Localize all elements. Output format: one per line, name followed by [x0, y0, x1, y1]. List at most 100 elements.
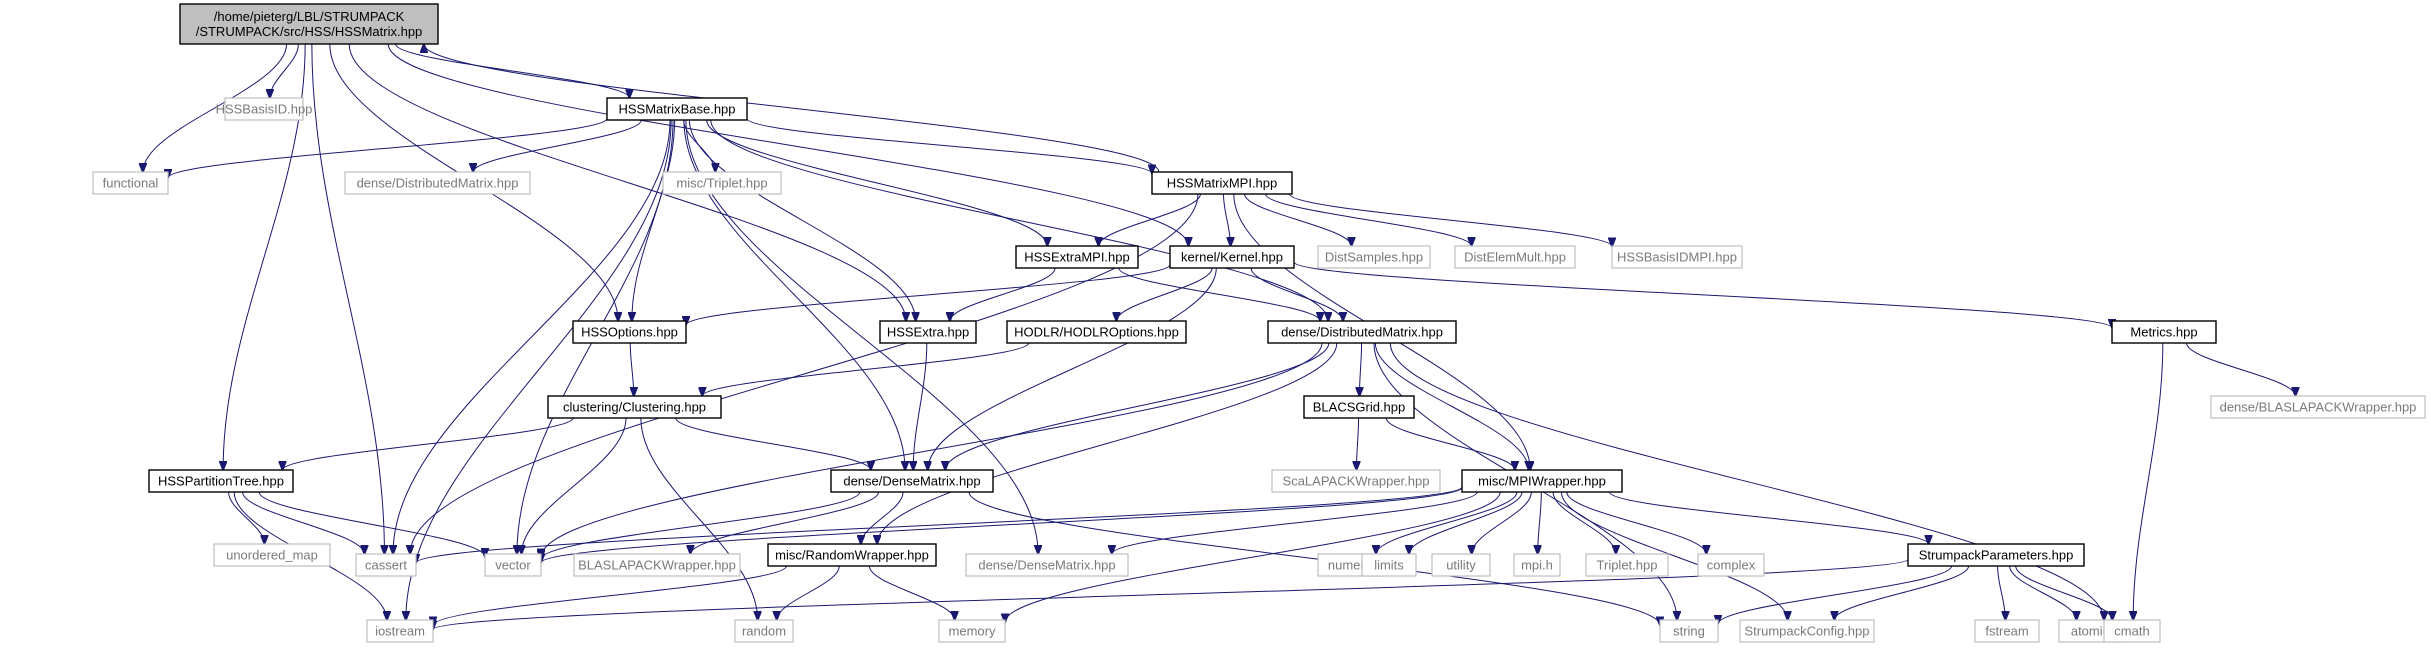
node-hssmatrixmpi[interactable]: HSSMatrixMPI.hpp	[1151, 171, 1293, 195]
node-kernel[interactable]: kernel/Kernel.hpp	[1169, 245, 1295, 269]
node-utility: utility	[1431, 553, 1491, 577]
node-label-hsspartitiontree: HSSPartitionTree.hpp	[158, 474, 284, 489]
node-box-memory	[938, 619, 1006, 643]
edge-clustering-to-hsspartitiontree	[282, 417, 574, 470]
node-clustering[interactable]: clustering/Clustering.hpp	[547, 395, 722, 419]
node-label-hssextra: HSSExtra.hpp	[887, 325, 969, 340]
edge-root-to-hssmatrixbase	[395, 43, 630, 98]
edge-hssmatrixbase-to-hssmatrixmpi	[746, 118, 1152, 174]
node-strumpackparams[interactable]: StrumpackParameters.hpp	[1907, 543, 2085, 567]
node-box-hssoptions	[572, 320, 687, 344]
node-strumpackconfig: StrumpackConfig.hpp	[1739, 619, 1875, 643]
node-label-hssmatrixmpi: HSSMatrixMPI.hpp	[1167, 176, 1278, 191]
node-label-randomwrapper: misc/RandomWrapper.hpp	[775, 548, 929, 563]
edge-hssmatrixbase-to-iostream	[406, 119, 672, 620]
node-box-unordered_map	[213, 543, 331, 567]
node-box-hssbasisid	[224, 97, 304, 121]
node-label-densematrix2: dense/DenseMatrix.hpp	[978, 558, 1115, 573]
node-mpiwrapper[interactable]: misc/MPIWrapper.hpp	[1461, 469, 1623, 493]
node-label-strumpackconfig: StrumpackConfig.hpp	[1744, 624, 1869, 639]
node-box-hssmatrixbase	[606, 97, 748, 121]
node-box-limits	[1361, 553, 1417, 577]
node-label-distmat1: dense/DistributedMatrix.hpp	[357, 176, 519, 191]
node-label-atomic: atomic	[2071, 624, 2110, 639]
edge-hssextra-to-densematrix	[913, 342, 928, 470]
node-triplet2: Triplet.hpp	[1585, 553, 1669, 577]
node-label-utility: utility	[1446, 558, 1476, 573]
node-box-blacsgrid	[1303, 395, 1415, 419]
node-box-iostream	[366, 619, 434, 643]
node-triplet1: misc/Triplet.hpp	[662, 171, 782, 195]
edge-kernel-to-metrics	[1293, 261, 2112, 328]
node-box-hodlroptions	[1006, 320, 1187, 344]
node-hodlroptions[interactable]: HODLR/HODLROptions.hpp	[1006, 320, 1187, 344]
node-limits: limits	[1361, 553, 1417, 577]
edge-root-to-cassert	[311, 43, 385, 554]
edge-mpiwrapper-to-triplet2	[1552, 491, 1616, 554]
edge-clustering-to-random	[640, 417, 758, 620]
edge-randomwrapper-to-iostream	[433, 565, 788, 625]
edge-hodlroptions-to-clustering	[702, 342, 1030, 396]
node-functional: functional	[92, 171, 169, 195]
node-box-densematrix	[830, 469, 994, 493]
node-distsamples: DistSamples.hpp	[1317, 245, 1431, 269]
edge-strumpackparams-to-atomic	[2009, 565, 2077, 620]
node-metrics[interactable]: Metrics.hpp	[2111, 320, 2217, 344]
node-box-hssextrampi	[1015, 245, 1139, 269]
node-memory: memory	[938, 619, 1006, 643]
edge-clustering-to-vector	[521, 417, 627, 554]
node-box-hsspartitiontree	[148, 469, 294, 493]
node-label-clustering: clustering/Clustering.hpp	[563, 400, 706, 415]
node-label-functional: functional	[103, 176, 159, 191]
node-label-hssoptions: HSSOptions.hpp	[581, 325, 678, 340]
edge-mpiwrapper-to-utility	[1472, 491, 1532, 554]
edge-distmat2-to-blacsgrid	[1359, 342, 1361, 396]
node-blaslapackw: BLASLAPACKWrapper.hpp	[573, 553, 741, 577]
node-root[interactable]: /home/pieterg/LBL/STRUMPACK/STRUMPACK/sr…	[179, 3, 439, 45]
edge-strumpackparams-to-fstream	[1997, 565, 2006, 620]
edge-hssextrampi-to-distmat2	[1118, 267, 1320, 321]
node-label-unordered_map: unordered_map	[226, 548, 318, 563]
node-hsspartitiontree[interactable]: HSSPartitionTree.hpp	[148, 469, 294, 493]
edge-mpiwrapper-to-complex	[1566, 491, 1707, 554]
node-label-string: string	[1673, 624, 1705, 639]
node-hssextra[interactable]: HSSExtra.hpp	[879, 320, 977, 344]
edge-blacsgrid-to-mpiwrapper	[1385, 417, 1515, 470]
node-box-fstream	[1974, 619, 2040, 643]
node-hssoptions[interactable]: HSSOptions.hpp	[572, 320, 687, 344]
edge-strumpackparams-to-cmath	[2015, 565, 2113, 620]
edge-densematrix-to-blaslapackw	[690, 491, 880, 554]
node-box-distmat2	[1267, 320, 1457, 344]
node-label-mpiwrapper: misc/MPIWrapper.hpp	[1478, 474, 1606, 489]
node-box-blaslapackw	[573, 553, 741, 577]
edge-hssoptions-to-clustering	[629, 342, 634, 396]
node-random: random	[734, 619, 794, 643]
edge-hssmatrixbase-to-distmat1	[473, 119, 642, 172]
node-box-clustering	[547, 395, 722, 419]
edge-root-to-kernel	[387, 43, 1188, 246]
edge-distmat2-to-cmath	[1389, 342, 2104, 620]
node-distmat2[interactable]: dense/DistributedMatrix.hpp	[1267, 320, 1457, 344]
node-hssextrampi[interactable]: HSSExtraMPI.hpp	[1015, 245, 1139, 269]
node-densematrix[interactable]: dense/DenseMatrix.hpp	[830, 469, 994, 493]
node-hssmatrixbase[interactable]: HSSMatrixBase.hpp	[606, 97, 748, 121]
node-iostream: iostream	[366, 619, 434, 643]
node-fstream: fstream	[1974, 619, 2040, 643]
node-vector: vector	[484, 553, 542, 577]
edge-clustering-to-densematrix	[675, 417, 871, 470]
node-randomwrapper[interactable]: misc/RandomWrapper.hpp	[767, 543, 937, 567]
edge-kernel-to-hssoptions	[686, 264, 1171, 325]
node-blacsgrid[interactable]: BLACSGrid.hpp	[1303, 395, 1415, 419]
node-box-mpiwrapper	[1461, 469, 1623, 493]
edge-mpiwrapper-to-limits	[1409, 491, 1523, 554]
node-box-root	[179, 3, 439, 45]
node-scalapackw: ScaLAPACKWrapper.hpp	[1271, 469, 1441, 493]
node-string: string	[1659, 619, 1719, 643]
edge-hssmatrixmpi-to-cassert	[410, 193, 1199, 554]
node-label-mpih: mpi.h	[1521, 558, 1553, 573]
node-box-string	[1659, 619, 1719, 643]
node-box-distelemmult	[1454, 245, 1576, 269]
node-label-random: random	[742, 624, 786, 639]
edge-root-to-hssextra	[348, 43, 906, 321]
